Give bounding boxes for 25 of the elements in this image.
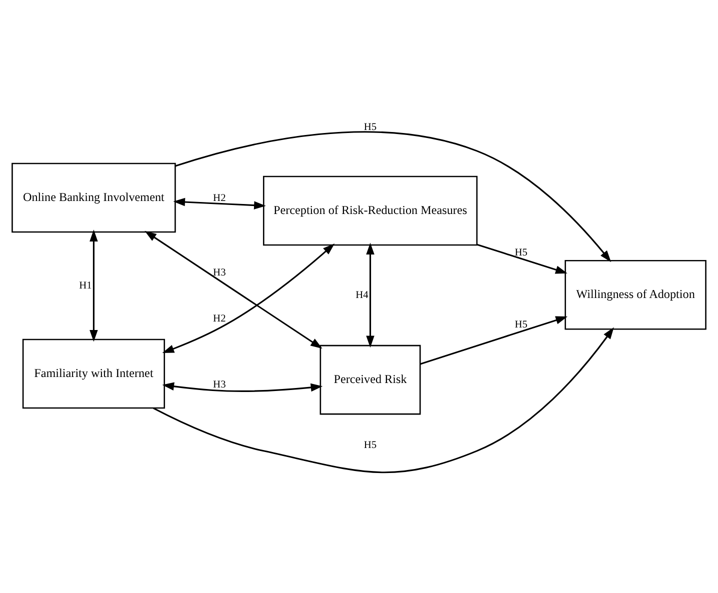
node-box: Perceived Risk <box>320 344 421 414</box>
arrow <box>162 243 335 352</box>
node-box: Willingness of Adoption <box>564 259 706 330</box>
arrow <box>173 197 266 209</box>
edge-label: H4 <box>356 289 368 300</box>
arrow <box>366 242 374 348</box>
node-box: Online Banking Involvement <box>12 162 176 232</box>
edge-label: H2 <box>213 192 226 204</box>
edge-label: H3 <box>213 378 226 390</box>
edge-label: H5 <box>364 121 377 132</box>
arrow <box>175 130 612 262</box>
edge-label: H2 <box>213 312 226 324</box>
arrow <box>162 382 323 392</box>
arrow <box>153 326 614 473</box>
edge-label: H5 <box>514 318 528 330</box>
node-box: Perception of Risk-Reduction Measures <box>262 175 478 246</box>
edge-label: H5 <box>364 439 377 450</box>
arrow <box>90 229 98 342</box>
arrow <box>420 316 568 364</box>
arrow <box>144 230 322 348</box>
node-box: Familiarity with Internet <box>22 338 166 408</box>
edge-label: H3 <box>213 266 226 278</box>
arrow <box>476 243 568 274</box>
edge-label: H1 <box>79 280 92 291</box>
edge-label: H5 <box>514 247 528 258</box>
